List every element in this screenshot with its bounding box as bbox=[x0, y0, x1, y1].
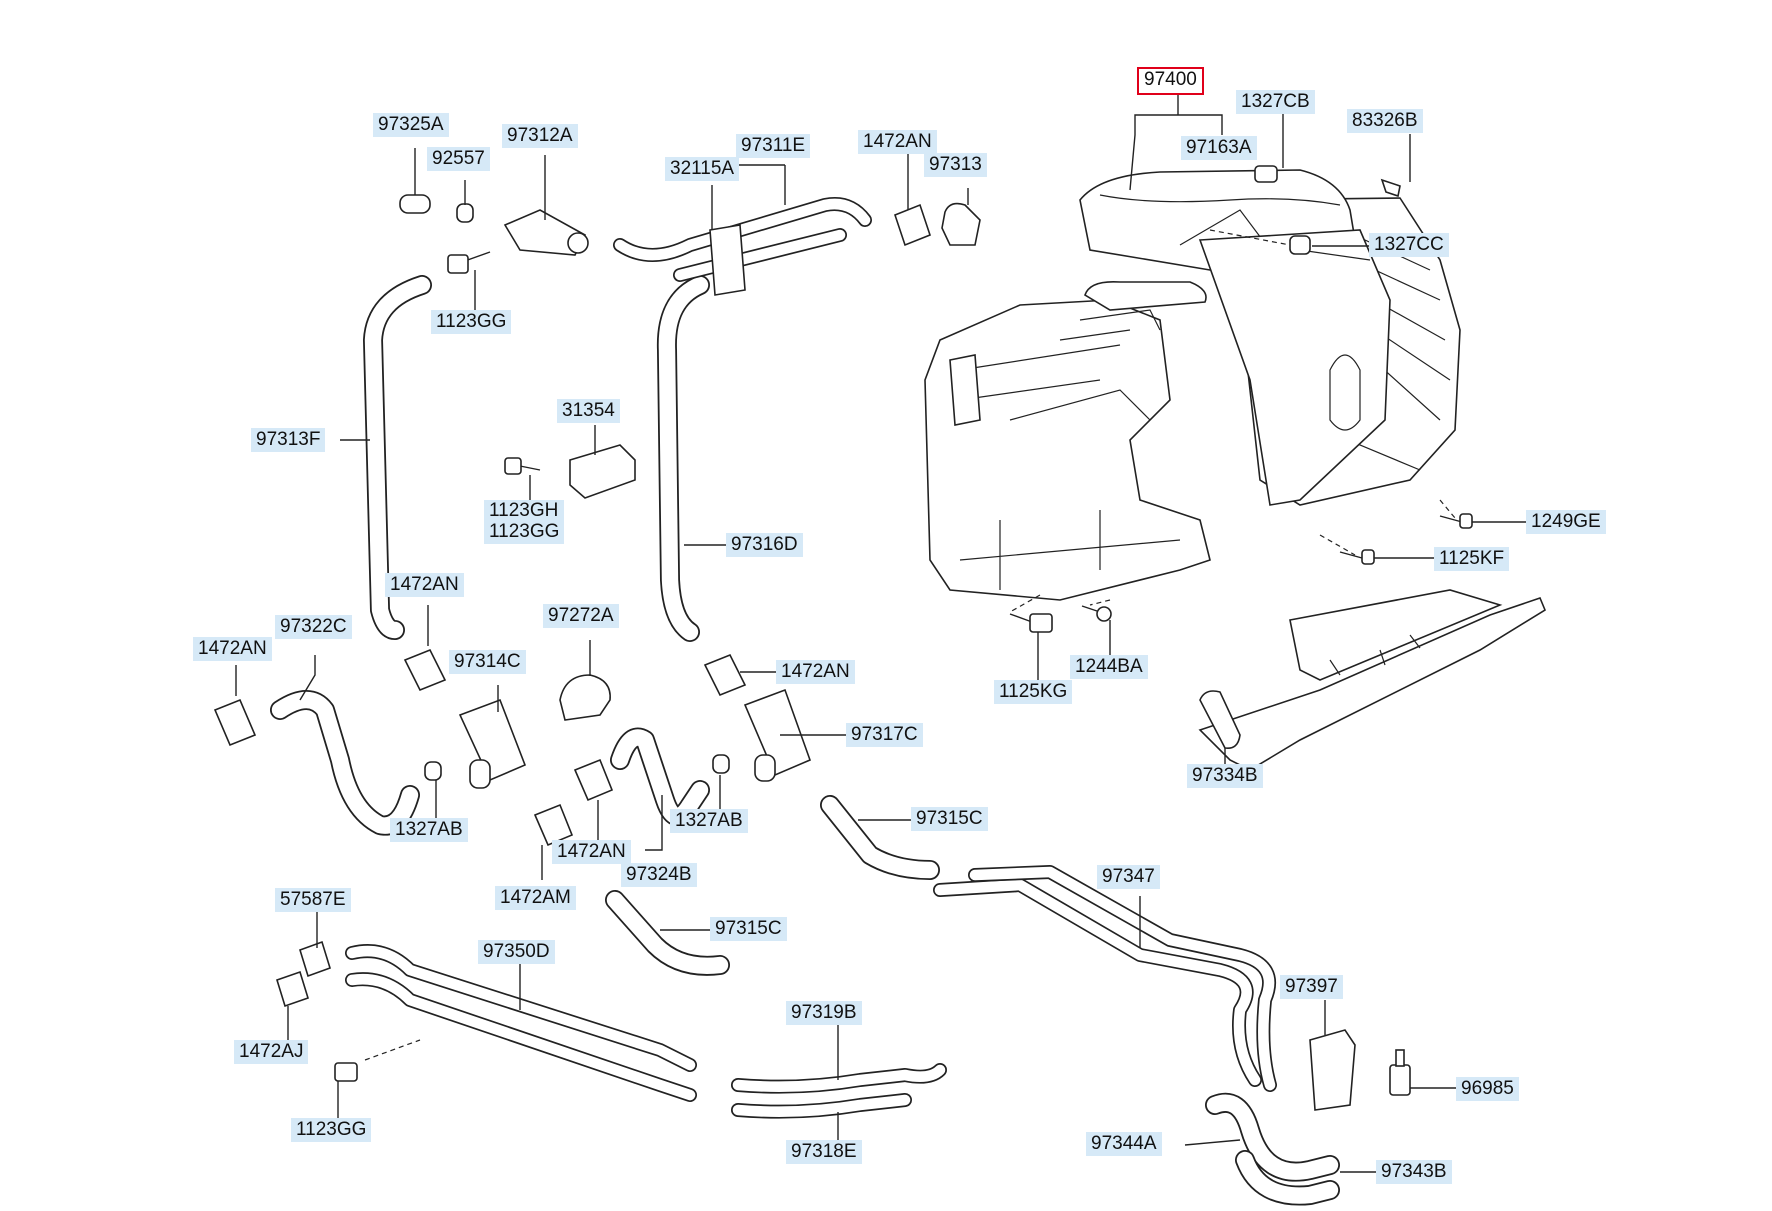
part-label-1125KG[interactable]: 1125KG bbox=[994, 680, 1073, 704]
bolt-1125KG[interactable] bbox=[1009, 613, 1053, 633]
part-label-1472AJ[interactable]: 1472AJ bbox=[234, 1040, 309, 1064]
part-label-97318E[interactable]: 97318E bbox=[786, 1140, 862, 1164]
part-label-1249GE[interactable]: 1249GE bbox=[1526, 510, 1606, 534]
part-label-1123GG-lower[interactable]: 1123GG bbox=[291, 1118, 372, 1142]
part-label-31354[interactable]: 31354 bbox=[557, 399, 620, 423]
rear-duct[interactable] bbox=[1198, 589, 1547, 771]
hose-97315C-upper[interactable] bbox=[820, 795, 940, 880]
hose-97315C-lower[interactable] bbox=[605, 890, 730, 976]
part-label-97163A[interactable]: 97163A bbox=[1181, 136, 1257, 160]
screw-1125KF[interactable] bbox=[1339, 549, 1375, 565]
part-label-97319B[interactable]: 97319B bbox=[786, 1001, 862, 1025]
part-label-97325A[interactable]: 97325A bbox=[373, 113, 449, 137]
clamp-57587E[interactable] bbox=[299, 940, 331, 978]
screw-1244BA[interactable] bbox=[1081, 605, 1112, 622]
part-label-97311E[interactable]: 97311E bbox=[736, 134, 811, 158]
part-label-97312A[interactable]: 97312A bbox=[502, 124, 578, 148]
clamp-97272A[interactable] bbox=[559, 674, 611, 721]
pipe-97350D[interactable] bbox=[345, 944, 697, 1102]
part-label-97324B[interactable]: 97324B bbox=[621, 863, 697, 887]
part-label-83326B[interactable]: 83326B bbox=[1347, 109, 1423, 133]
hose-97322C[interactable] bbox=[270, 690, 420, 836]
part-label-97317C[interactable]: 97317C bbox=[846, 723, 923, 747]
part-label-1123GG-top[interactable]: 1123GG bbox=[431, 310, 512, 334]
pipe-97344A[interactable] bbox=[1205, 1092, 1340, 1206]
bracket-97397[interactable] bbox=[1309, 1029, 1356, 1111]
part-label-97314C[interactable]: 97314C bbox=[449, 650, 526, 674]
grommet-97313[interactable] bbox=[941, 202, 981, 246]
screw-83326B[interactable] bbox=[1380, 178, 1401, 198]
part-label-32115A[interactable]: 32115A bbox=[665, 157, 740, 181]
part-label-97344A[interactable]: 97344A bbox=[1086, 1132, 1162, 1156]
part-label-96985[interactable]: 96985 bbox=[1456, 1077, 1519, 1101]
part-label-1327AB-right[interactable]: 1327AB bbox=[670, 809, 748, 833]
part-label-97313[interactable]: 97313 bbox=[924, 153, 987, 177]
clamp-1472AN-center[interactable] bbox=[703, 653, 747, 697]
part-label-1472AN-mid[interactable]: 1472AN bbox=[385, 573, 464, 597]
part-label-1125KF[interactable]: 1125KF bbox=[1434, 547, 1510, 571]
part-label-97343B[interactable]: 97343B bbox=[1376, 1160, 1452, 1184]
part-label-1472AM[interactable]: 1472AM bbox=[495, 886, 576, 910]
grommet-1327AB-right[interactable] bbox=[712, 754, 730, 774]
part-label-97322C[interactable]: 97322C bbox=[275, 615, 352, 639]
bolt-1123GG-lower[interactable] bbox=[334, 1039, 421, 1082]
part-label-57587E[interactable]: 57587E bbox=[275, 888, 351, 912]
part-label-1327CC[interactable]: 1327CC bbox=[1369, 233, 1449, 257]
part-label-97313F[interactable]: 97313F bbox=[251, 428, 326, 452]
clamp-1472AN-left[interactable] bbox=[213, 698, 257, 747]
part-label-97334B[interactable]: 97334B bbox=[1187, 764, 1263, 788]
part-label-1327AB-left[interactable]: 1327AB bbox=[390, 818, 468, 842]
screw-1249GE[interactable] bbox=[1439, 513, 1473, 529]
part-label-1244BA[interactable]: 1244BA bbox=[1070, 655, 1148, 679]
part-label-1472AN-top[interactable]: 1472AN bbox=[858, 130, 937, 154]
pipe-97311E[interactable] bbox=[613, 197, 872, 282]
part-label-97400[interactable]: 97400 bbox=[1137, 67, 1204, 95]
heater-unit-assembly[interactable] bbox=[924, 169, 1461, 613]
clamp-1472AN-lower[interactable] bbox=[573, 758, 614, 802]
part-label-97397[interactable]: 97397 bbox=[1280, 975, 1343, 999]
hose-97313F[interactable] bbox=[363, 275, 432, 640]
clamp-1472AJ[interactable] bbox=[276, 970, 309, 1008]
clamp-1472AN-mid[interactable] bbox=[403, 648, 447, 692]
sensor-96985[interactable] bbox=[1389, 1049, 1411, 1096]
hose-97319B[interactable] bbox=[731, 1063, 947, 1094]
clamp-1472AM[interactable] bbox=[533, 803, 574, 847]
part-label-1472AN-lower[interactable]: 1472AN bbox=[552, 840, 631, 864]
hose-97316D[interactable] bbox=[656, 275, 710, 642]
cap-97325A[interactable] bbox=[399, 194, 431, 214]
bolt-1123GG-top[interactable] bbox=[447, 251, 491, 274]
part-label-97316D[interactable]: 97316D bbox=[726, 533, 803, 557]
ring-92557[interactable] bbox=[456, 203, 474, 223]
screw-1327CB[interactable] bbox=[1254, 165, 1278, 183]
part-label-97350D[interactable]: 97350D bbox=[478, 940, 555, 964]
part-label-1472AN-center[interactable]: 1472AN bbox=[776, 660, 855, 684]
hose-97324B[interactable] bbox=[610, 727, 710, 827]
bracket-31354[interactable] bbox=[569, 444, 636, 499]
part-label-1123GH-1123GG[interactable]: 1123GH 1123GG bbox=[484, 500, 565, 544]
bracket-32115A[interactable] bbox=[709, 224, 746, 296]
part-label-97347[interactable]: 97347 bbox=[1097, 865, 1160, 889]
valve-97314C[interactable] bbox=[458, 698, 527, 789]
part-label-1472AN-left[interactable]: 1472AN bbox=[193, 637, 272, 661]
part-label-97315C-lower[interactable]: 97315C bbox=[710, 917, 787, 941]
grommet-1327AB-left[interactable] bbox=[424, 761, 442, 781]
part-label-97315C-upper[interactable]: 97315C bbox=[911, 807, 988, 831]
part-label-97272A[interactable]: 97272A bbox=[543, 604, 619, 628]
joint-97312A[interactable] bbox=[503, 209, 589, 256]
grommet-1327CC[interactable] bbox=[1289, 235, 1311, 255]
part-label-92557[interactable]: 92557 bbox=[427, 147, 490, 171]
valve-97317C[interactable] bbox=[743, 688, 812, 782]
clamp-1472AN-top[interactable] bbox=[894, 203, 931, 247]
hose-97318E[interactable] bbox=[731, 1093, 912, 1119]
pipe-97347[interactable] bbox=[933, 865, 1277, 1092]
bolt-1123GH[interactable] bbox=[504, 457, 541, 475]
part-label-1327CB[interactable]: 1327CB bbox=[1236, 90, 1315, 114]
